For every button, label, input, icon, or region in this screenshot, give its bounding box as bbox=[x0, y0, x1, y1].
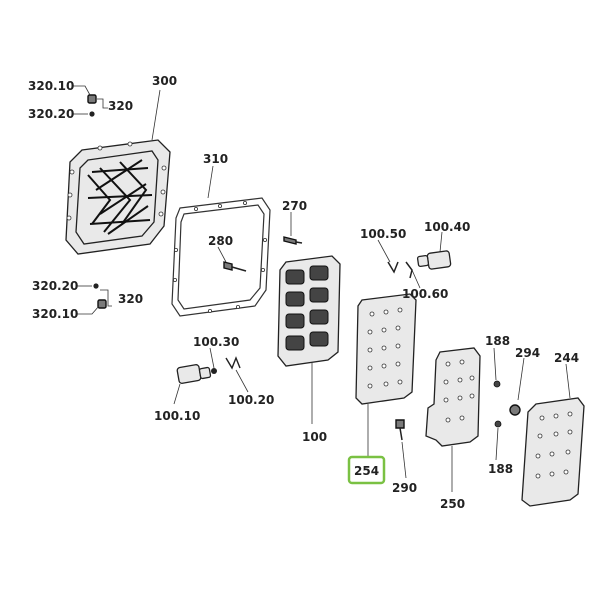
highlight-box-254 bbox=[347, 455, 386, 485]
label-100-10: 100.10 bbox=[154, 409, 200, 423]
label-290: 290 bbox=[392, 481, 417, 495]
part-100-50-clip[interactable] bbox=[377, 239, 399, 274]
part-250-valve-plate[interactable] bbox=[425, 347, 481, 492]
part-280-screw[interactable] bbox=[217, 246, 247, 272]
part-100-40-solenoid[interactable] bbox=[416, 231, 452, 270]
label-280: 280 bbox=[208, 234, 233, 248]
part-244-plate[interactable] bbox=[521, 363, 585, 507]
label-254: 254 bbox=[354, 464, 379, 478]
part-300-oil-pan[interactable] bbox=[65, 89, 171, 255]
part-254-separator-plate[interactable] bbox=[355, 293, 417, 456]
part-310-gasket[interactable] bbox=[171, 165, 271, 317]
label-320-10-top: 320.10 bbox=[28, 79, 74, 93]
label-300: 300 bbox=[152, 74, 177, 88]
part-188-ball-bottom[interactable] bbox=[494, 420, 502, 461]
label-250: 250 bbox=[440, 497, 465, 511]
part-100-60-pin[interactable] bbox=[405, 261, 421, 289]
label-100-40: 100.40 bbox=[424, 220, 470, 234]
label-100-50: 100.50 bbox=[360, 227, 406, 241]
label-320-20-bot: 320.20 bbox=[32, 279, 78, 293]
label-310: 310 bbox=[203, 152, 228, 166]
label-188-bot: 188 bbox=[488, 462, 513, 476]
label-100-60: 100.60 bbox=[402, 287, 448, 301]
part-100-30[interactable] bbox=[209, 347, 217, 374]
part-320-bottom[interactable] bbox=[76, 283, 112, 315]
part-100-valve-body[interactable] bbox=[277, 255, 341, 424]
label-320-top: 320 bbox=[108, 99, 133, 113]
part-320-top[interactable] bbox=[72, 85, 108, 117]
part-290-screw[interactable] bbox=[395, 419, 407, 479]
label-320-20-top: 320.20 bbox=[28, 107, 74, 121]
part-294-bolt[interactable] bbox=[509, 357, 525, 416]
label-320-10-bot: 320.10 bbox=[32, 307, 78, 321]
part-100-10-solenoid[interactable] bbox=[173, 364, 212, 405]
label-320-bot: 320 bbox=[118, 292, 143, 306]
part-270-bolt[interactable] bbox=[283, 212, 303, 245]
label-100-30: 100.30 bbox=[193, 335, 239, 349]
label-294: 294 bbox=[515, 346, 540, 360]
part-100-20-clip[interactable] bbox=[225, 356, 249, 393]
label-100-20: 100.20 bbox=[228, 393, 274, 407]
label-270: 270 bbox=[282, 199, 307, 213]
label-100: 100 bbox=[302, 430, 327, 444]
label-244: 244 bbox=[554, 351, 579, 365]
part-188-ball-top[interactable] bbox=[493, 347, 501, 388]
label-188-top: 188 bbox=[485, 334, 510, 348]
